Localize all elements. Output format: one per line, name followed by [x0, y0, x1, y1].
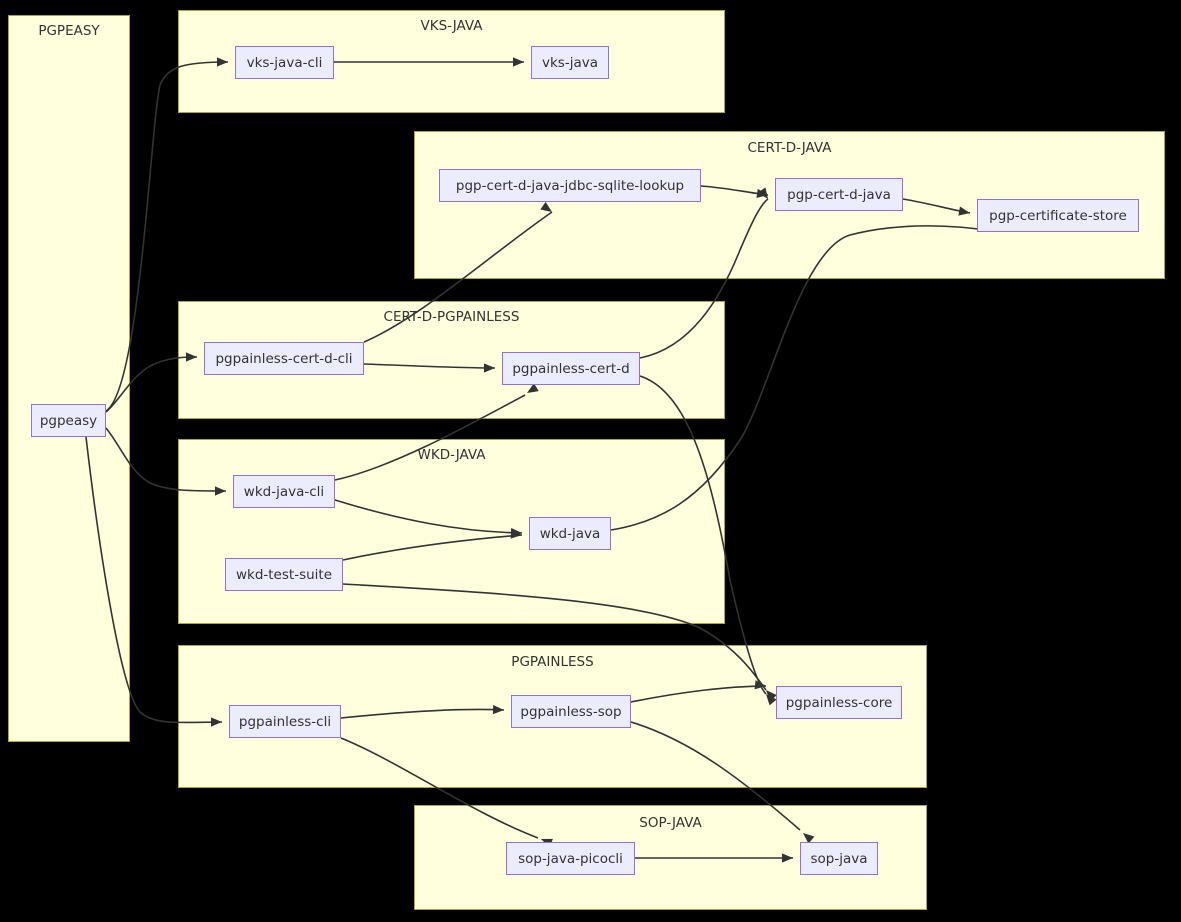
- node-pgp-cert-d-java[interactable]: pgp-cert-d-java: [775, 178, 903, 211]
- node-wkd-java-cli[interactable]: wkd-java-cli: [233, 475, 335, 508]
- cluster-wkd-java: [178, 439, 725, 624]
- node-pgpainless-cli[interactable]: pgpainless-cli: [229, 705, 341, 738]
- node-pgpeasy[interactable]: pgpeasy: [31, 404, 106, 437]
- cluster-pgpeasy: [8, 15, 130, 742]
- node-vks-java[interactable]: vks-java: [531, 46, 609, 79]
- node-pgpainless-cert-d[interactable]: pgpainless-cert-d: [502, 352, 640, 385]
- node-pgpainless-core[interactable]: pgpainless-core: [776, 686, 902, 719]
- node-wkd-test-suite[interactable]: wkd-test-suite: [225, 558, 343, 591]
- node-pgpainless-sop[interactable]: pgpainless-sop: [511, 695, 631, 728]
- node-wkd-java[interactable]: wkd-java: [529, 517, 611, 550]
- node-pgp-certificate-store[interactable]: pgp-certificate-store: [977, 199, 1139, 232]
- node-pgp-cert-d-java-jdbc-sqlite-lookup[interactable]: pgp-cert-d-java-jdbc-sqlite-lookup: [439, 169, 701, 202]
- node-vks-java-cli[interactable]: vks-java-cli: [235, 46, 334, 79]
- node-sop-java[interactable]: sop-java: [800, 842, 878, 875]
- node-pgpainless-cert-d-cli[interactable]: pgpainless-cert-d-cli: [204, 342, 364, 375]
- node-sop-java-picocli[interactable]: sop-java-picocli: [506, 842, 635, 875]
